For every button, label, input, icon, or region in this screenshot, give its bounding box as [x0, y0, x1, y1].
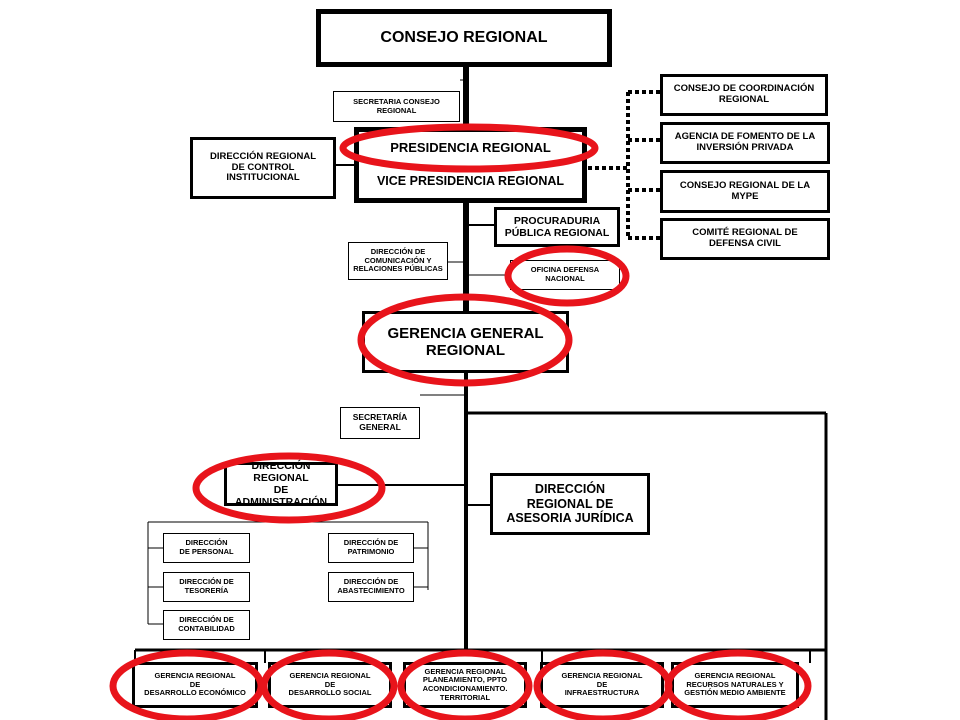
gerencia-infraestructura-box: GERENCIA REGIONAL DE INFRAESTRUCTURA	[540, 662, 664, 708]
consejo-regional-label: CONSEJO REGIONAL	[380, 28, 548, 46]
direccion-patrimonio-label: DIRECCIÓN DE PATRIMONIO	[343, 538, 399, 556]
secretaria-consejo-label: SECRETARIA CONSEJO REGIONAL	[353, 96, 440, 115]
vice-presidencia-label: VICE PRESIDENCIA REGIONAL	[376, 174, 565, 189]
direccion-administracion-box: DIRECCIÓN REGIONAL DE ADMINISTRACIÓN	[224, 459, 338, 509]
agencia-fomento-label: AGENCIA DE FOMENTO DE LA INVERSIÓN PRIVA…	[674, 131, 816, 153]
direccion-contabilidad-label: DIRECCIÓN DE CONTABILIDAD	[178, 615, 235, 633]
gerencia-desarrollo-social-box: GERENCIA REGIONAL DE DESARROLLO SOCIAL	[268, 662, 392, 708]
direccion-personal-label: DIRECCIÓN DE PERSONAL	[179, 538, 234, 556]
consejo-mype-box: CONSEJO REGIONAL DE LA MYPE	[660, 170, 830, 213]
procuraduria-box: PROCURADURIA PÚBLICA REGIONAL	[494, 207, 620, 247]
consejo-regional-box: CONSEJO REGIONAL	[316, 9, 612, 67]
gerencia-general-label: GERENCIA GENERAL REGIONAL	[387, 324, 544, 359]
secretaria-general-label: SECRETARÍA GENERAL	[352, 412, 408, 432]
consejo-coordinacion-label: CONSEJO DE COORDINACIÓN REGIONAL	[673, 83, 815, 105]
gerencia-desarrollo-social-label: GERENCIA REGIONAL DE DESARROLLO SOCIAL	[288, 671, 372, 698]
gerencia-desarrollo-economico-label: GERENCIA REGIONAL DE DESARROLLO ECONÓMIC…	[144, 671, 246, 698]
comite-defensa-civil-label: COMITÉ REGIONAL DE DEFENSA CIVIL	[692, 227, 798, 249]
direccion-abastecimiento-box: DIRECCIÓN DE ABASTECIMIENTO	[328, 572, 414, 602]
gerencia-recursos-naturales-label: GERENCIA REGIONAL RECURSOS NATURALES Y G…	[684, 671, 786, 698]
direccion-asesoria-label: DIRECCIÓN REGIONAL DE ASESORIA JURÍDICA	[506, 482, 634, 526]
presidencia-regional-box: PRESIDENCIA REGIONAL VICE PRESIDENCIA RE…	[354, 127, 587, 203]
direccion-control-label: DIRECCIÓN REGIONAL DE CONTROL INSTITUCIO…	[209, 150, 317, 184]
direccion-administracion-label: DIRECCIÓN REGIONAL DE ADMINISTRACIÓN	[234, 459, 328, 509]
consejo-mype-label: CONSEJO REGIONAL DE LA MYPE	[679, 179, 811, 202]
direccion-contabilidad-box: DIRECCIÓN DE CONTABILIDAD	[163, 610, 250, 640]
direccion-abastecimiento-label: DIRECCIÓN DE ABASTECIMIENTO	[337, 577, 405, 595]
presidencia-label: PRESIDENCIA REGIONAL	[390, 140, 551, 156]
gerencia-general-box: GERENCIA GENERAL REGIONAL	[362, 311, 569, 373]
oficina-defensa-label: OFICINA DEFENSA NACIONAL	[530, 265, 600, 283]
comite-defensa-civil-box: COMITÉ REGIONAL DE DEFENSA CIVIL	[660, 218, 830, 260]
direccion-comunicacion-label: DIRECCIÓN DE COMUNICACIÓN Y RELACIONES P…	[353, 247, 443, 274]
gerencia-recursos-naturales-box: GERENCIA REGIONAL RECURSOS NATURALES Y G…	[671, 662, 799, 708]
gerencia-planeamiento-label: GERENCIA REGIONAL PLANEAMIENTO, PPTO ACO…	[422, 666, 508, 702]
consejo-coordinacion-box: CONSEJO DE COORDINACIÓN REGIONAL	[660, 74, 828, 116]
agencia-fomento-box: AGENCIA DE FOMENTO DE LA INVERSIÓN PRIVA…	[660, 122, 830, 164]
direccion-patrimonio-box: DIRECCIÓN DE PATRIMONIO	[328, 533, 414, 563]
gerencia-desarrollo-economico-box: GERENCIA REGIONAL DE DESARROLLO ECONÓMIC…	[132, 662, 258, 708]
secretaria-consejo-box: SECRETARIA CONSEJO REGIONAL	[333, 91, 460, 122]
secretaria-general-box: SECRETARÍA GENERAL	[340, 407, 420, 439]
direccion-comunicacion-box: DIRECCIÓN DE COMUNICACIÓN Y RELACIONES P…	[348, 242, 448, 280]
gerencia-planeamiento-box: GERENCIA REGIONAL PLANEAMIENTO, PPTO ACO…	[403, 662, 527, 708]
direccion-tesoreria-box: DIRECCIÓN DE TESORERÍA	[163, 572, 250, 602]
direccion-asesoria-box: DIRECCIÓN REGIONAL DE ASESORIA JURÍDICA	[490, 473, 650, 535]
gerencia-infraestructura-label: GERENCIA REGIONAL DE INFRAESTRUCTURA	[561, 671, 643, 698]
oficina-defensa-box: OFICINA DEFENSA NACIONAL	[510, 260, 620, 290]
direccion-personal-box: DIRECCIÓN DE PERSONAL	[163, 533, 250, 563]
direccion-tesoreria-label: DIRECCIÓN DE TESORERÍA	[179, 577, 234, 595]
procuraduria-label: PROCURADURIA PÚBLICA REGIONAL	[504, 214, 610, 239]
direccion-control-box: DIRECCIÓN REGIONAL DE CONTROL INSTITUCIO…	[190, 137, 336, 199]
